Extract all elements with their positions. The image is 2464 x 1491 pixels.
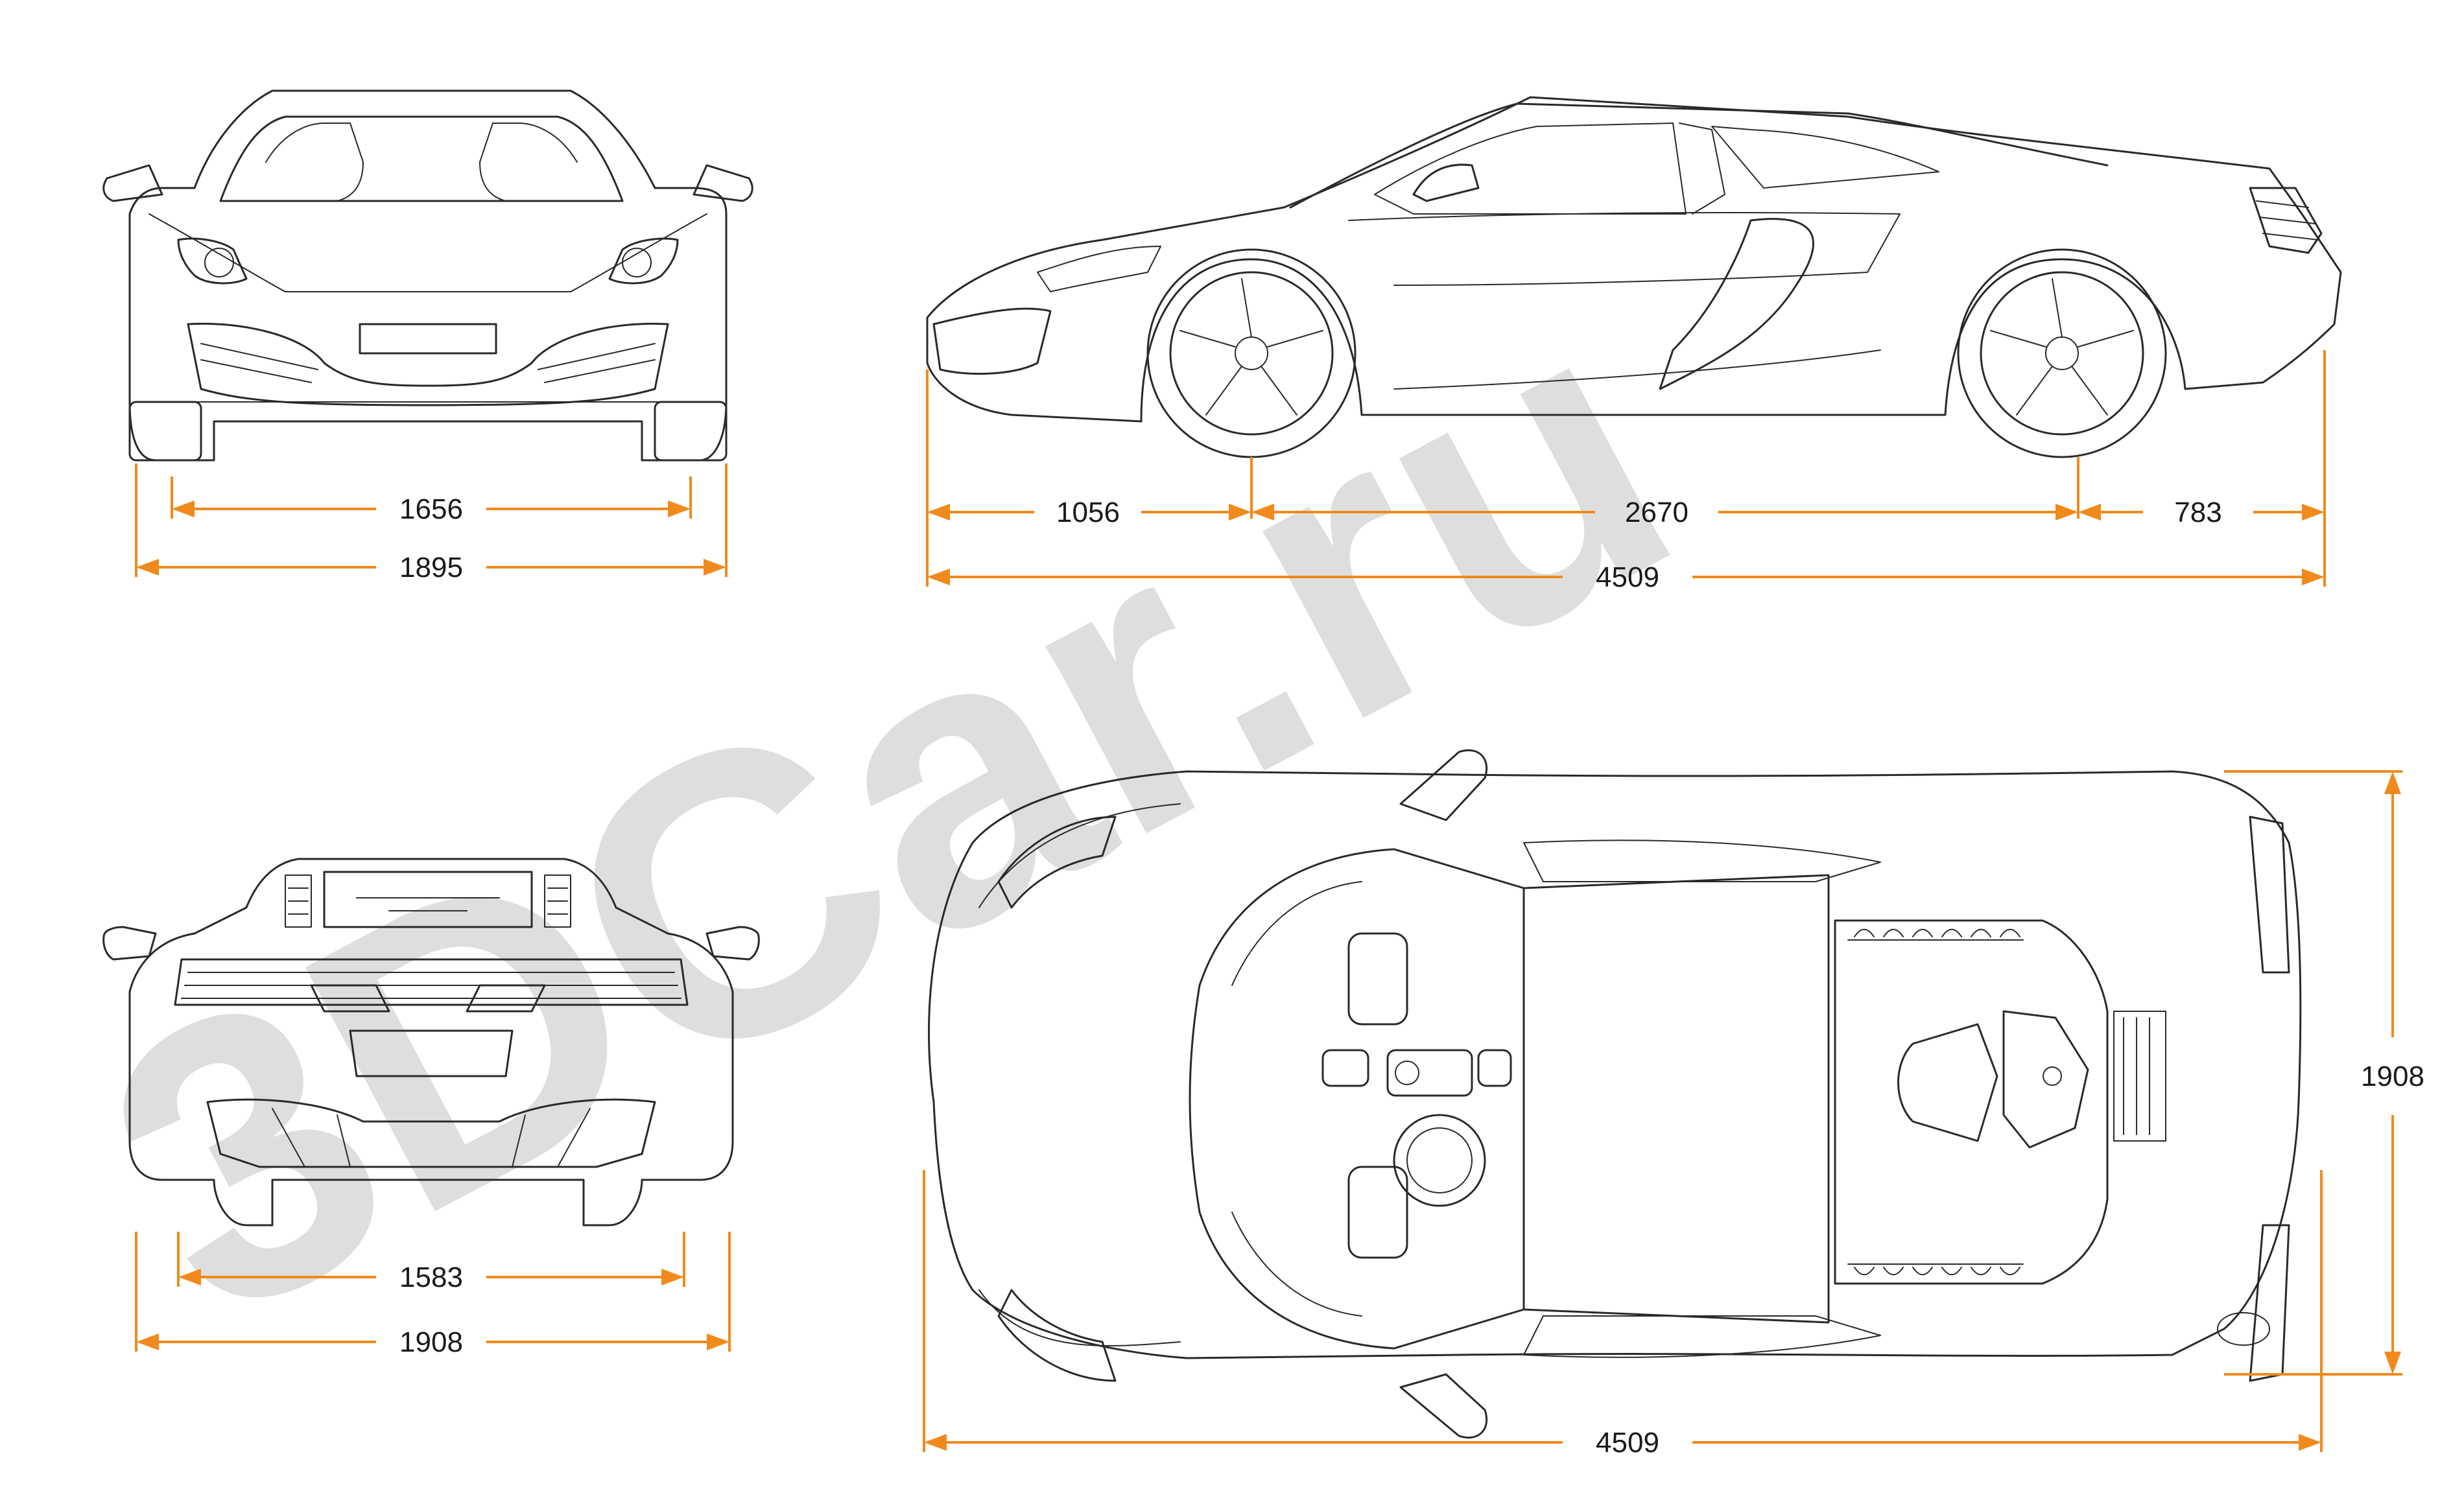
front-overhang-dimension: 1056 <box>927 497 1251 528</box>
top-length-label: 4509 <box>1596 1427 1659 1459</box>
rear-width-label: 1908 <box>399 1326 463 1358</box>
front-width-dimension: 1895 <box>135 464 728 583</box>
front-overhang-label: 1056 <box>1056 497 1120 528</box>
side-view-outline <box>926 96 2342 458</box>
side-ext-lines <box>926 350 2326 587</box>
watermark: 3DCar.ru <box>43 222 1734 1404</box>
top-width-label: 1908 <box>2361 1061 2424 1092</box>
rear-track-dimension: 1583 <box>177 1232 685 1293</box>
wheelbase-label: 2670 <box>1625 497 1688 528</box>
rear-width-dimension: 1908 <box>135 1232 731 1358</box>
rear-track-label: 1583 <box>399 1262 463 1293</box>
top-view-outline <box>928 749 2302 1439</box>
rear-view: 1583 1908 <box>102 858 760 1358</box>
front-width-label: 1895 <box>399 552 463 583</box>
front-view-outline <box>102 89 753 462</box>
top-length-dimension: 4509 <box>923 1170 2323 1459</box>
rear-view-outline <box>102 858 760 1227</box>
front-track-dimension: 1656 <box>171 476 692 525</box>
rear-overhang-label: 783 <box>2174 497 2221 528</box>
top-view: 1908 4509 <box>923 749 2424 1459</box>
watermark-text: 3DCar.ru <box>43 222 1734 1404</box>
side-length-label: 4509 <box>1596 561 1659 593</box>
side-view: 1056 2670 783 4509 <box>926 96 2342 593</box>
side-length-dimension: 4509 <box>927 561 2325 593</box>
rear-overhang-dimension: 783 <box>2078 497 2325 528</box>
front-track-label: 1656 <box>399 493 463 525</box>
front-view: 1656 1895 <box>102 89 753 583</box>
wheelbase-dimension: 2670 <box>1251 497 2078 528</box>
top-width-dimension: 1908 <box>2224 770 2424 1376</box>
